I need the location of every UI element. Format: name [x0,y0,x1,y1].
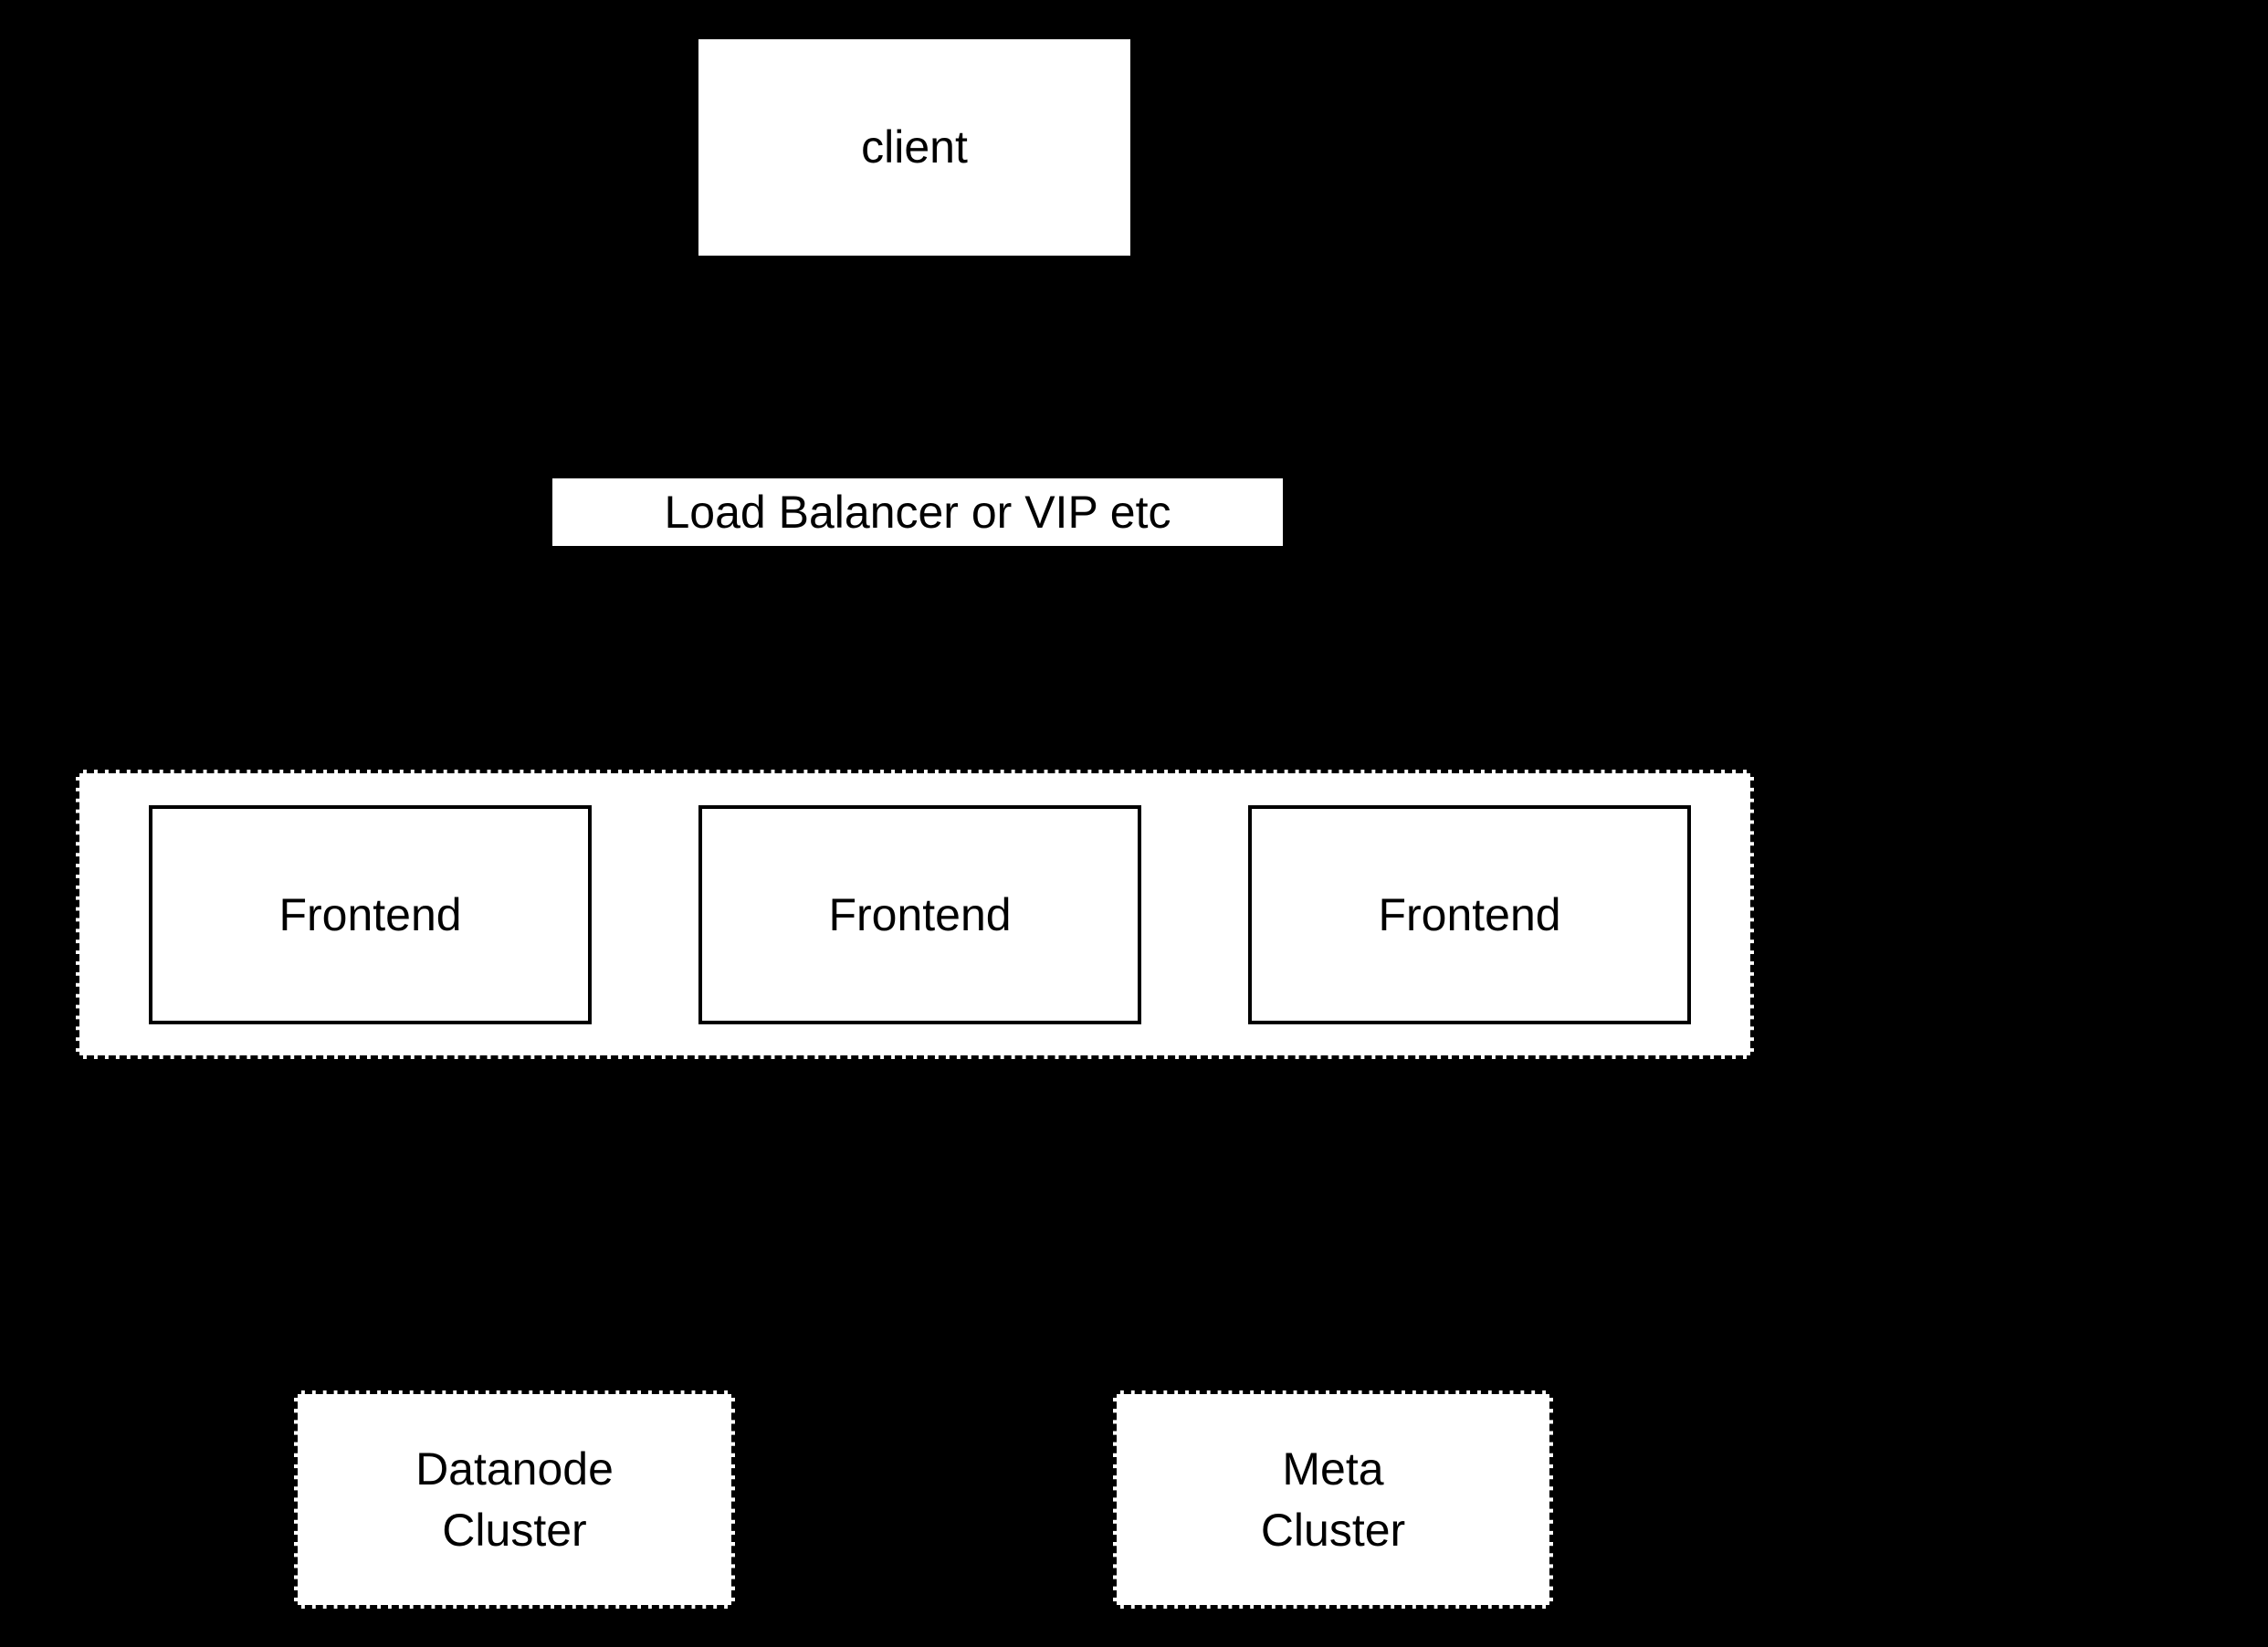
frontend-node-3-label: Frontend [1378,888,1561,940]
client-node: client [698,39,1130,256]
frontend-node-2: Frontend [698,805,1141,1024]
load-balancer-node-label: Load Balancer or VIP etc [664,486,1171,538]
load-balancer-node: Load Balancer or VIP etc [552,478,1283,546]
frontend-node-1: Frontend [149,805,592,1024]
frontend-node-2-label: Frontend [828,888,1012,940]
frontend-node-1-label: Frontend [278,888,462,940]
meta-cluster-node: Meta Cluster [1113,1390,1553,1609]
meta-cluster-node-label: Meta Cluster [1260,1442,1406,1556]
datanode-cluster-node-label: Datanode Cluster [415,1442,614,1556]
client-node-label: client [861,121,968,173]
frontend-group-container: Frontend Frontend Frontend [76,770,1754,1059]
datanode-cluster-node: Datanode Cluster [294,1390,735,1609]
frontend-node-3: Frontend [1248,805,1691,1024]
